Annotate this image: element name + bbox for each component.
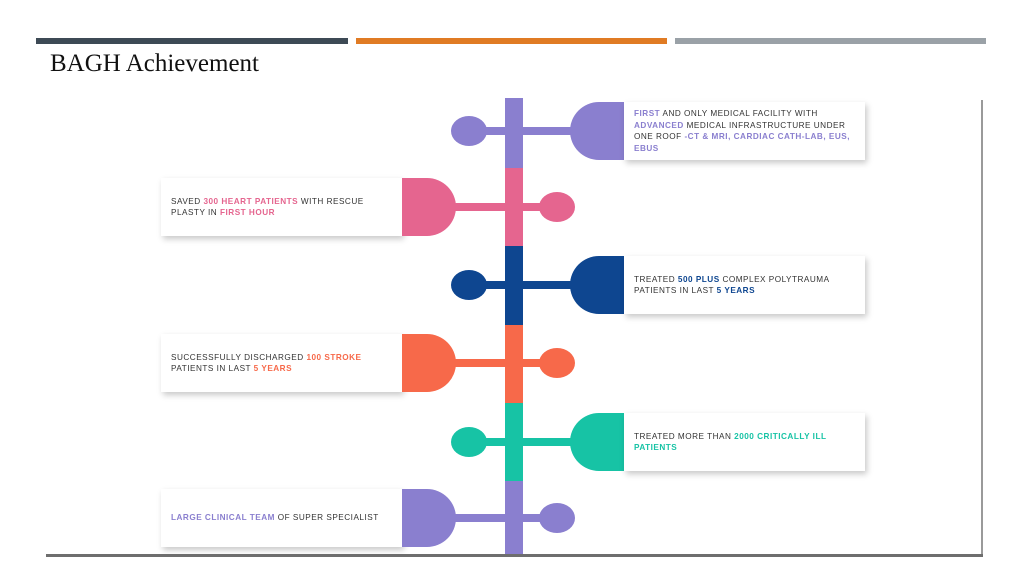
highlight-text: 100 STROKE — [306, 352, 362, 362]
highlight-text: 5 YEARS — [716, 286, 756, 295]
card-cap — [402, 334, 456, 392]
card-cap — [570, 102, 624, 160]
highlight-text: FIRST — [634, 109, 661, 118]
body-text: MEDICAL INFRASTRUCTURE UNDER ONE ROOF — [634, 120, 846, 142]
connector-bar — [480, 438, 580, 446]
connector-bar — [480, 127, 580, 135]
slide-title: BAGH Achievement — [50, 50, 259, 77]
achievement-text: FIRST AND ONLY MEDICAL FACILITY WITH ADV… — [634, 108, 855, 154]
connector-bar — [450, 514, 550, 522]
accent-bar-gray — [675, 38, 986, 44]
connector-bar — [450, 203, 550, 211]
timeline-dot — [539, 348, 575, 378]
body-text: OF SUPER SPECIALIST — [274, 513, 379, 523]
highlight-text: LARGE CLINICAL TEAM — [171, 513, 275, 523]
card-cap — [570, 256, 624, 314]
frame-bottom-border — [46, 554, 983, 557]
achievement-card: SAVED 300 HEART PATIENTS WITH RESCUE PLA… — [161, 178, 402, 236]
highlight-text: 300 HEART PATIENTS — [203, 196, 299, 206]
accent-bar-dark — [36, 38, 348, 44]
highlight-text: ADVANCED — [634, 120, 684, 130]
body-text: SAVED — [171, 196, 204, 206]
body-text: AND ONLY MEDICAL FACILITY WITH — [660, 109, 818, 118]
accent-bar-orange — [356, 38, 667, 44]
achievement-card: LARGE CLINICAL TEAM OF SUPER SPECIALIST — [161, 489, 402, 547]
highlight-text: -CT & MRI, CARDIAC CATH-LAB, EUS, EBUS — [634, 132, 850, 153]
achievement-card: SUCCESSFULLY DISCHARGED 100 STROKE PATIE… — [161, 334, 402, 392]
achievement-text: TREATED 500 PLUS COMPLEX POLYTRAUMA PATI… — [634, 274, 855, 297]
highlight-text: FIRST HOUR — [220, 208, 276, 217]
achievement-card: FIRST AND ONLY MEDICAL FACILITY WITH ADV… — [624, 102, 865, 160]
body-text: SUCCESSFULLY DISCHARGED — [171, 352, 307, 362]
timeline-dot — [539, 503, 575, 533]
body-text: WITH RESCUE PLASTY IN — [171, 196, 364, 218]
body-text: COMPLEX POLYTRAUMA PATIENTS IN LAST — [634, 274, 830, 296]
card-cap — [570, 413, 624, 471]
card-cap — [402, 489, 456, 547]
connector-bar — [450, 359, 550, 367]
frame-right-border — [981, 100, 983, 555]
body-text: TREATED — [634, 274, 678, 284]
body-text: TREATED MORE THAN — [634, 431, 735, 441]
achievement-card: TREATED 500 PLUS COMPLEX POLYTRAUMA PATI… — [624, 256, 865, 314]
highlight-text: 5 YEARS — [253, 364, 293, 373]
highlight-text: 2000 CRITICALLY ILL PATIENTS — [634, 431, 827, 453]
achievement-text: SUCCESSFULLY DISCHARGED 100 STROKE PATIE… — [171, 352, 392, 375]
body-text: PATIENTS IN LAST — [171, 364, 254, 373]
highlight-text: 500 PLUS — [677, 274, 720, 284]
connector-bar — [480, 281, 580, 289]
card-cap — [402, 178, 456, 236]
achievement-text: TREATED MORE THAN 2000 CRITICALLY ILL PA… — [634, 431, 855, 454]
timeline-dot — [539, 192, 575, 222]
achievement-text: LARGE CLINICAL TEAM OF SUPER SPECIALIST — [171, 512, 379, 524]
achievement-text: SAVED 300 HEART PATIENTS WITH RESCUE PLA… — [171, 196, 392, 219]
achievement-card: TREATED MORE THAN 2000 CRITICALLY ILL PA… — [624, 413, 865, 471]
